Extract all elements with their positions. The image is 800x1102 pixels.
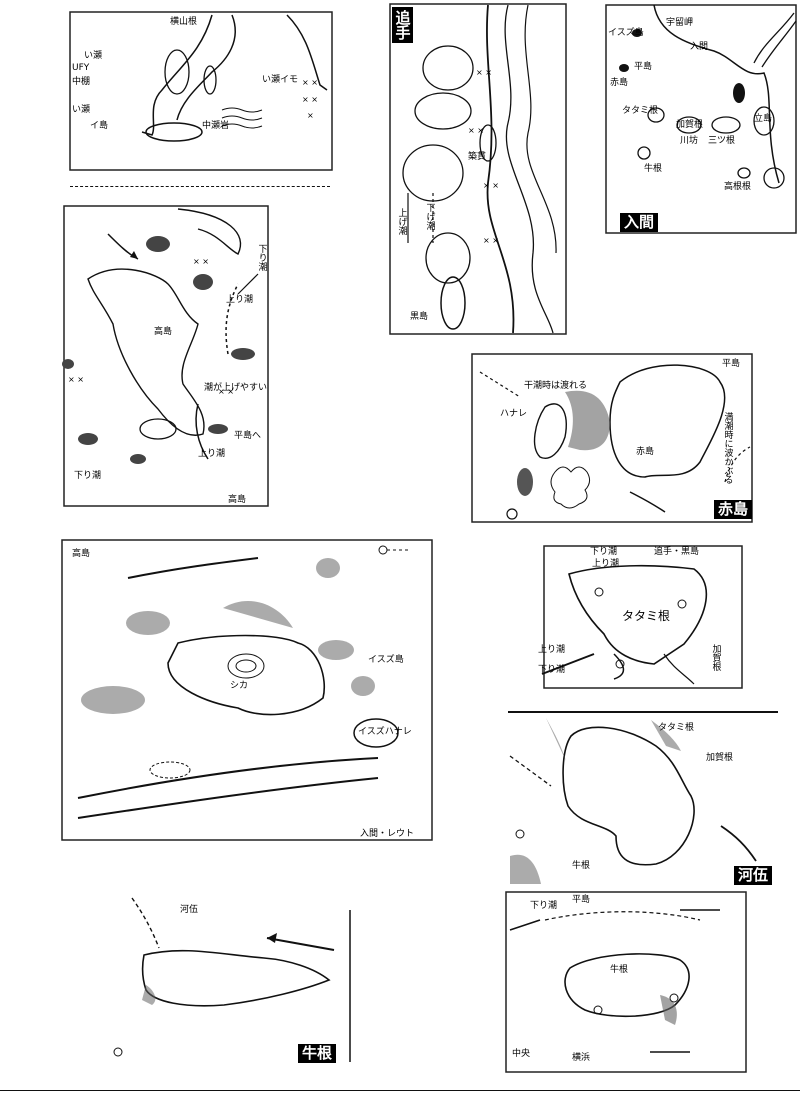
label-hirashima-he: 平島へ [234,431,262,441]
map-top-left-drawing: × × × × × [69,11,333,171]
label-nobori-shio-2: 上り潮 [198,449,226,459]
label-kudari-shio-tatami: 下り潮 [590,547,618,557]
svg-text:× ×: × × [218,387,234,396]
label-agechio: 上げ潮 [396,208,407,235]
label-akashima-center: 赤島 [636,447,655,457]
map-bottom-right-drawing [505,891,747,1073]
label-kawabo: 川坊 [680,136,699,146]
map-ote-title: 追手 [392,7,413,43]
svg-text:× ×: × × [302,95,318,104]
label-ise-2: い瀬 [72,105,91,115]
map-iruma: イスズ島 平島 赤島 タタミ根 加賀根 川坊 三ツ根 牛根 高根根 立島 入間 … [604,3,798,237]
label-nakadana: 中棚 [72,77,91,87]
map-bottom-right: 下り潮 平島 牛根 中央 横浜 [500,890,756,1078]
map-top-left: × × × × × 横山根 い瀬 UFY 中棚 い瀬イモ い瀬 イ島 中瀬岩 [62,10,342,192]
label-takanene: 高根根 [724,182,752,192]
svg-text:× ×: × × [483,181,499,190]
svg-text:× ×: × × [483,236,499,245]
label-nobori-shio-tatami-2: 上り潮 [538,645,566,655]
map-tatami: 下り潮 追手・黒島 上り潮 タタミ根 上り潮 下り潮 加賀根 [534,544,746,692]
map-ushine-drawing [113,897,351,1062]
label-ise-1: い瀬 [84,51,103,61]
svg-text:× ×: × × [193,257,209,266]
label-iruma: 入間 [690,42,709,52]
label-ushine-br: 牛根 [610,965,629,975]
svg-text:× ×: × × [68,375,84,384]
svg-text:× ×: × × [302,78,318,87]
label-ufy: UFY [72,63,90,73]
map-iruma-drawing [605,4,797,234]
label-kawago-ushine: 河伍 [180,905,199,915]
label-tatsushima: 立島 [754,114,773,124]
map-takashima: × × × × × × 下り潮 上り潮 高島 潮が上げやすい 平島へ 上り潮 下… [58,204,272,514]
map-kawago-drawing [508,711,778,884]
label-kudari-shio-br: 下り潮 [530,901,558,911]
label-hirashima-akashima: 平島 [722,359,741,369]
label-hirashima-br: 平島 [572,895,591,905]
label-nobori-shio-tatami-1: 上り潮 [592,559,620,569]
label-nakaseiwa: 中瀬岩 [202,121,230,131]
map-ote-drawing: × × × × × × × × [389,3,567,335]
map-akashima: 干潮時は渡れる ハナレ 赤島 平島 満潮時に波かぶる 赤島 [460,352,760,526]
label-hanare-akashima: ハナレ [500,409,528,419]
label-hirashima: 平島 [634,62,653,72]
label-kudari-shio-tatami-2: 下り潮 [538,665,566,675]
label-iruma-reuto: 入間・レウト [360,829,415,839]
label-kanchoji-wataru: 干潮時は渡れる [524,381,588,391]
label-kagane-kawago: 加賀根 [706,753,734,763]
label-tsukinuki: 築貫 [468,152,487,162]
label-yokoyamane: 横山根 [170,17,198,27]
label-shio-ageyasui: 潮が上げやすい [204,383,268,393]
label-urumisaki: 宇留岬 [666,18,694,28]
map-ushine: 河伍 牛根 [104,890,354,1068]
label-kudari-shio-1: 下り潮 [256,244,267,271]
svg-text:× ×: × × [476,68,492,77]
map-akashima-title: 赤島 [714,500,753,519]
map-shika: 高島 シカ イスズ島 イスズハナレ 入間・レウト [58,538,438,850]
label-isuzushima: イスズ島 [608,28,644,38]
label-takashima-center: 高島 [154,327,173,337]
label-nobori-shio-1: 上り潮 [226,295,254,305]
label-ushine-kawago: 牛根 [572,861,591,871]
label-ushine-iruma: 牛根 [644,164,663,174]
label-kudari-shio-2: 下り潮 [74,471,102,481]
label-ishima: イ島 [90,121,109,131]
label-mitsune: 三ツ根 [708,136,736,146]
label-kagane: 加賀根 [676,120,704,130]
divider-top-left [70,186,330,187]
label-takashima-bottom: 高島 [228,495,247,505]
map-kawago-title: 河伍 [734,866,773,885]
label-tatamine-kawago: タタミ根 [658,723,695,733]
map-shika-drawing [61,539,433,841]
map-tatami-drawing [541,545,743,689]
label-sagechio: 下げ潮 [424,203,435,230]
label-akashima: 赤島 [610,78,629,88]
label-ote-kuroshima: 追手・黒島 [654,547,700,557]
map-takashima-drawing: × × × × × × [62,205,269,507]
svg-text:×: × [307,111,314,120]
svg-text:× ×: × × [468,126,484,135]
label-manchoji-nami: 満潮時に波かぶる [722,412,733,484]
map-ote: × × × × × × × × 追手 上げ潮 下げ潮 築貫 黒島 [388,3,570,339]
label-tatamine-center: タタミ根 [622,609,671,623]
label-isuzu-hanare: イスズハナレ [358,727,412,737]
label-ise-imo: い瀬イモ [262,75,299,85]
label-shika: シカ [230,681,249,691]
map-iruma-title: 入間 [620,213,659,232]
page-bottom-rule [0,1090,800,1091]
map-akashima-drawing [471,353,753,523]
map-kawago: タタミ根 加賀根 牛根 河伍 [506,706,786,890]
label-takashima-shika: 高島 [72,549,91,559]
label-isuzushima-shika: イスズ島 [368,655,404,665]
map-ushine-title: 牛根 [298,1044,337,1063]
label-yokohama-br: 横浜 [572,1053,591,1063]
label-chuo-br: 中央 [512,1049,531,1059]
label-tatamine: タタミ根 [622,106,659,116]
label-kuroshima-ote: 黒島 [410,312,429,322]
label-kagane-tatami: 加賀根 [710,644,721,671]
